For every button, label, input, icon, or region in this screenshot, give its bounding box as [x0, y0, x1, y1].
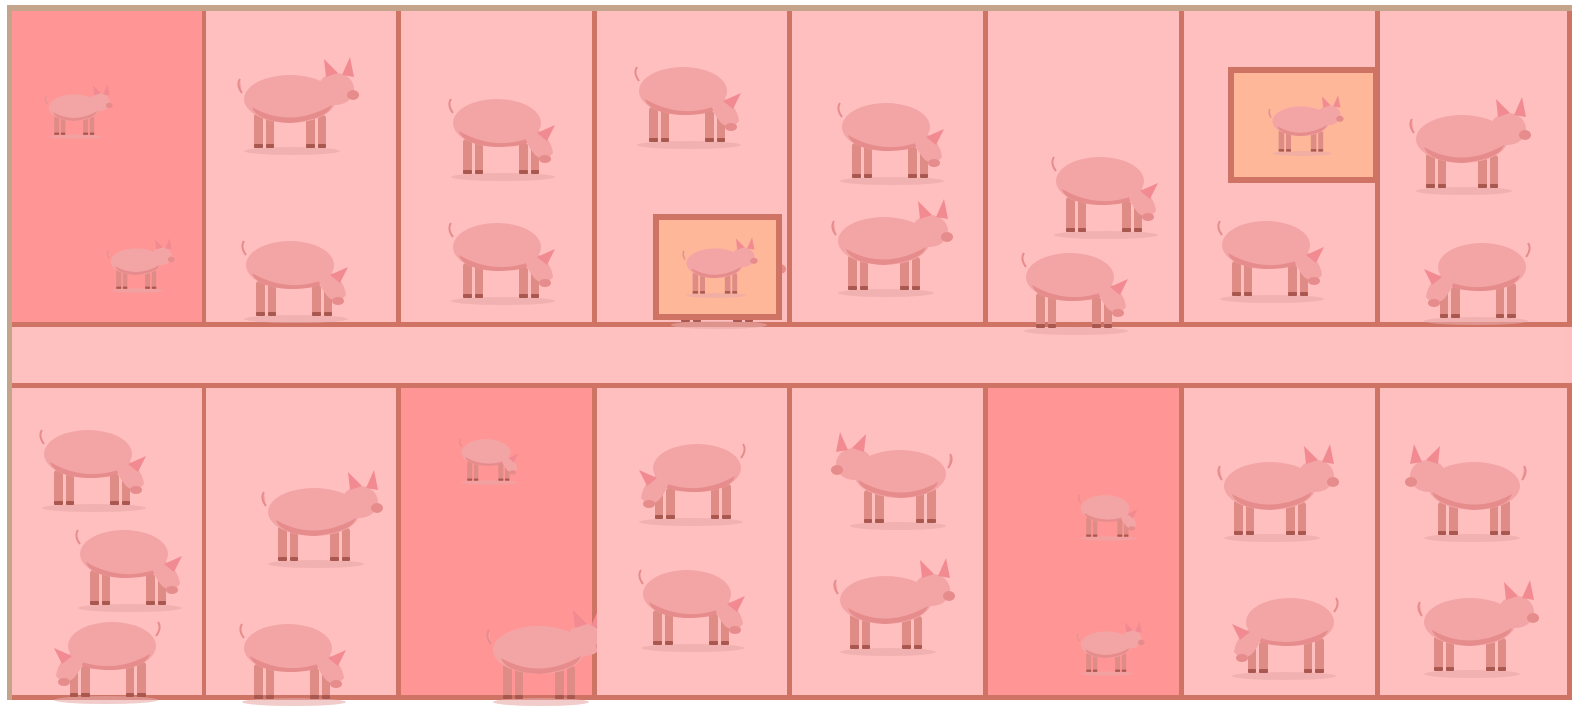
pig-icon[interactable]: [830, 87, 956, 187]
pig-icon[interactable]: [232, 55, 358, 155]
pig-icon[interactable]: [32, 414, 158, 514]
pen-t3[interactable]: [401, 11, 597, 327]
pen-b4[interactable]: [597, 383, 792, 700]
pig-icon[interactable]: [1014, 237, 1140, 337]
pig-icon[interactable]: [679, 236, 757, 298]
pen-t8[interactable]: [1380, 11, 1572, 327]
center-aisle: [12, 327, 1565, 383]
pig-icon[interactable]: [256, 468, 382, 568]
pig-icon[interactable]: [104, 237, 174, 293]
pig-icon[interactable]: [1044, 141, 1170, 241]
pig-icon[interactable]: [1412, 578, 1538, 678]
pen-b2[interactable]: [206, 383, 401, 700]
pig-icon[interactable]: [1412, 227, 1538, 327]
crate[interactable]: [1228, 67, 1379, 183]
pig-icon[interactable]: [1074, 486, 1144, 542]
pig-icon[interactable]: [828, 556, 954, 656]
pig-icon[interactable]: [1220, 582, 1346, 682]
pen-t5[interactable]: [792, 11, 988, 327]
pen-b5[interactable]: [792, 383, 988, 700]
pig-icon[interactable]: [441, 83, 567, 183]
pig-icon[interactable]: [481, 606, 607, 706]
pen-b6[interactable]: [988, 383, 1184, 700]
pen-b1[interactable]: [12, 383, 207, 700]
pig-icon[interactable]: [234, 225, 360, 325]
pig-icon[interactable]: [631, 554, 757, 654]
pig-icon[interactable]: [42, 83, 112, 139]
pen-t2[interactable]: [206, 11, 401, 327]
pig-icon[interactable]: [826, 197, 952, 297]
pen-b8[interactable]: [1380, 383, 1572, 700]
pig-icon[interactable]: [1265, 94, 1343, 156]
pig-icon[interactable]: [42, 606, 168, 706]
pen-b3[interactable]: [401, 383, 597, 700]
pen-t4[interactable]: [597, 11, 792, 327]
pen-b7[interactable]: [1184, 383, 1380, 700]
pen-t7[interactable]: [1184, 11, 1380, 327]
pig-icon[interactable]: [68, 514, 194, 614]
pig-icon[interactable]: [627, 428, 753, 528]
pig-icon[interactable]: [1074, 620, 1144, 676]
pen-t6[interactable]: [988, 11, 1184, 327]
pig-icon[interactable]: [832, 430, 958, 530]
pen-t1[interactable]: [12, 11, 207, 327]
pig-icon[interactable]: [1406, 442, 1532, 542]
pig-icon[interactable]: [1212, 442, 1338, 542]
crate[interactable]: [653, 214, 782, 320]
pig-icon[interactable]: [1404, 95, 1530, 195]
pig-icon[interactable]: [455, 430, 525, 486]
pig-icon[interactable]: [232, 608, 358, 708]
pig-icon[interactable]: [441, 207, 567, 307]
pig-icon[interactable]: [627, 51, 753, 151]
pig-icon[interactable]: [1210, 205, 1336, 305]
